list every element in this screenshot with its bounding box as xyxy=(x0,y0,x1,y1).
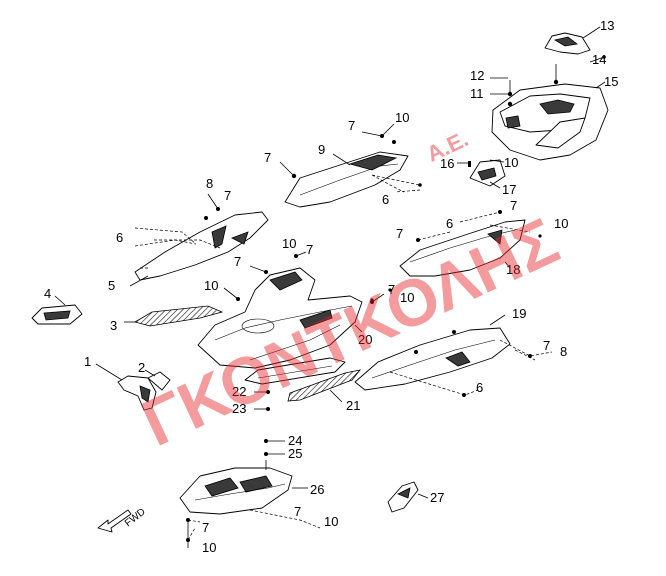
callout-10f: 10 xyxy=(400,290,414,305)
callout-20: 20 xyxy=(358,332,372,347)
callout-1: 1 xyxy=(84,354,91,369)
callout-7j: 7 xyxy=(294,504,301,519)
callout-7b: 7 xyxy=(264,150,271,165)
callout-3: 3 xyxy=(110,318,117,333)
callout-22: 22 xyxy=(232,384,246,399)
callout-7i: 7 xyxy=(543,338,550,353)
part-15-rear-tail-assembly xyxy=(490,55,609,161)
callout-10e: 10 xyxy=(204,278,218,293)
callout-10a: 10 xyxy=(395,110,409,125)
callout-10h: 10 xyxy=(202,540,216,555)
callout-7a: 7 xyxy=(348,118,355,133)
callout-6d: 6 xyxy=(476,380,483,395)
callout-10d: 10 xyxy=(282,236,296,251)
part-13-cap xyxy=(544,26,601,55)
callout-25: 25 xyxy=(288,446,302,461)
callout-17: 17 xyxy=(502,182,516,197)
callout-6a: 6 xyxy=(382,192,389,207)
callout-26: 26 xyxy=(310,482,324,497)
fwd-label: FWD xyxy=(123,507,148,530)
callout-23: 23 xyxy=(232,401,246,416)
callout-13: 13 xyxy=(600,18,614,33)
callout-2: 2 xyxy=(138,360,145,375)
part-4-small-bracket xyxy=(31,295,83,325)
callout-15: 15 xyxy=(604,74,618,89)
forward-direction-arrow: FWD xyxy=(97,507,148,533)
callout-8a: 8 xyxy=(206,176,213,191)
callout-18: 18 xyxy=(506,262,520,277)
part-22-floor-step xyxy=(244,357,346,411)
callout-24: 24 xyxy=(288,433,302,448)
part-3-hatched-strip xyxy=(124,305,224,327)
callout-10g: 10 xyxy=(324,514,338,529)
callout-4: 4 xyxy=(44,286,51,301)
callout-7f: 7 xyxy=(306,242,313,257)
part-26-floor-mat xyxy=(179,439,321,548)
callout-14: 14 xyxy=(592,52,606,67)
callout-7g: 7 xyxy=(234,254,241,269)
callout-19: 19 xyxy=(512,306,526,321)
callout-6c: 6 xyxy=(446,216,453,231)
hardware-guide-lines xyxy=(154,189,542,361)
callout-7c: 7 xyxy=(224,188,231,203)
callout-10c: 10 xyxy=(554,216,568,231)
callout-8b: 8 xyxy=(560,344,567,359)
part-17-bracket xyxy=(457,159,506,189)
callout-labels: 13 14 12 11 15 10 7 9 7 16 10 17 6 8 7 6… xyxy=(44,18,618,555)
callout-6b: 6 xyxy=(116,230,123,245)
callout-16: 16 xyxy=(440,156,454,171)
callout-21: 21 xyxy=(346,398,360,413)
callout-9: 9 xyxy=(318,142,325,157)
callout-7h: 7 xyxy=(388,282,395,297)
callout-27: 27 xyxy=(430,490,444,505)
part-1-front-bracket xyxy=(95,363,157,411)
callout-7e: 7 xyxy=(396,226,403,241)
callout-7d: 7 xyxy=(510,198,517,213)
part-20-main-body-frame xyxy=(197,251,385,369)
part-27-angled-bracket xyxy=(387,481,429,513)
callout-12: 12 xyxy=(470,68,484,83)
part-9-upper-side-cover xyxy=(279,123,422,208)
part-19-under-tray xyxy=(354,314,553,397)
callout-11: 11 xyxy=(470,86,484,101)
part-21-hatched-floor-strip xyxy=(287,369,361,403)
part-2-front-clip xyxy=(144,369,171,391)
callout-10b: 10 xyxy=(504,155,518,170)
callout-5: 5 xyxy=(108,278,115,293)
callout-7k: 7 xyxy=(202,520,209,535)
